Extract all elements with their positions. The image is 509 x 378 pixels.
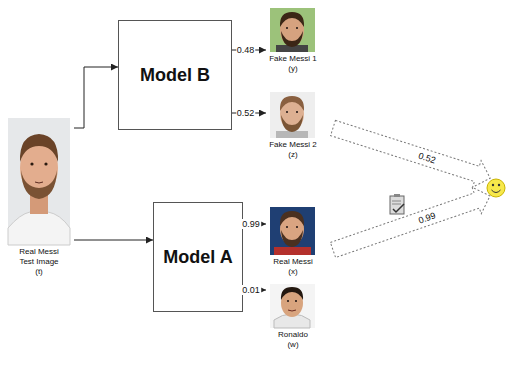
- dotted-arrow: [328, 183, 494, 264]
- output-image: Real Messi(x): [266, 207, 320, 277]
- model-box: Model A: [153, 202, 243, 312]
- face-photo: [270, 92, 315, 138]
- model-label: Model B: [140, 65, 210, 86]
- image-caption: Fake Messi 1: [266, 54, 320, 64]
- smiley-icon: [487, 179, 505, 197]
- output-image: Fake Messi 1(y): [266, 8, 320, 74]
- output-image: Fake Messi 2(z): [266, 92, 320, 160]
- image-caption: Real Messi Test Image: [14, 247, 64, 267]
- image-caption: (x): [266, 267, 320, 277]
- clipboard-icon: [390, 194, 404, 214]
- image-caption: (w): [266, 340, 320, 350]
- face-photo: [8, 118, 70, 245]
- face-photo: [270, 284, 315, 328]
- face-photo: [270, 207, 315, 255]
- model-box: Model B: [118, 20, 232, 130]
- probability-label: 0.48: [236, 45, 256, 55]
- probability-label: 0.52: [236, 108, 256, 118]
- image-caption: (y): [266, 64, 320, 74]
- model-label: Model A: [163, 247, 232, 268]
- face-photo: [270, 8, 315, 52]
- test-image: Real Messi Test Image(t): [4, 118, 74, 277]
- output-image: Ronaldo(w): [266, 284, 320, 350]
- dotted-arrow: [329, 115, 495, 192]
- connector-arrow: [74, 240, 153, 241]
- image-caption: (z): [266, 150, 320, 160]
- image-caption: Ronaldo: [266, 330, 320, 340]
- connector-arrow: [74, 67, 118, 128]
- image-caption: (t): [4, 267, 74, 277]
- probability-label: 0.99: [241, 219, 261, 229]
- image-caption: Fake Messi 2: [266, 140, 320, 150]
- image-caption: Real Messi: [266, 257, 320, 267]
- probability-label: 0.01: [241, 285, 261, 295]
